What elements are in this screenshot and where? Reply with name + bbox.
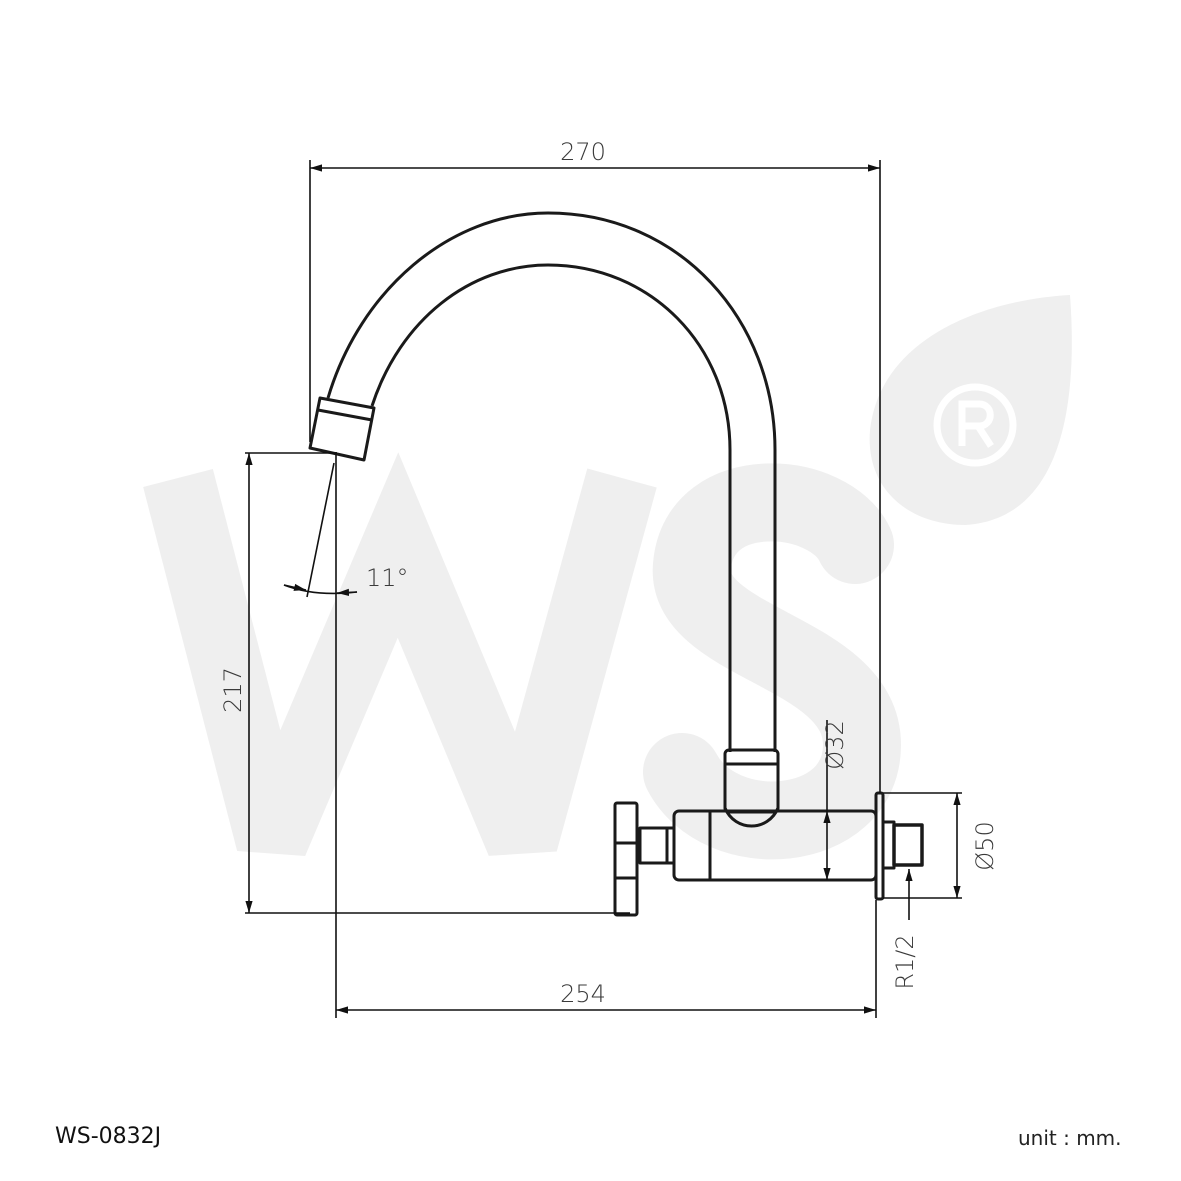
leaf-icon — [869, 295, 1072, 525]
dimension-lines — [245, 160, 962, 1018]
spout-inner — [370, 263, 732, 752]
handle — [613, 801, 639, 917]
spout-outer — [326, 211, 777, 752]
watermark-letter-s — [643, 463, 902, 860]
dimension-labels: 270 254 217 11° Ø32 Ø50 R1/2 — [219, 138, 999, 1008]
faucet-outline — [308, 211, 924, 917]
watermark-logo — [143, 295, 1072, 860]
aerator-nozzle — [308, 396, 376, 462]
dim-angle: 11° — [366, 564, 409, 592]
dim-thread: R1/2 — [891, 934, 919, 989]
registered-icon — [933, 383, 1017, 467]
valve-stem — [638, 826, 676, 865]
dim-flange-diameter: Ø50 — [971, 821, 999, 870]
dim-270: 270 — [560, 138, 606, 166]
dim-body-diameter: Ø32 — [821, 720, 849, 769]
product-code: WS-0832J — [55, 1124, 162, 1149]
unit-label: unit : mm. — [1018, 1126, 1122, 1150]
watermark-letter-w — [143, 452, 657, 857]
dim-254: 254 — [560, 980, 606, 1008]
dim-217: 217 — [219, 667, 247, 713]
